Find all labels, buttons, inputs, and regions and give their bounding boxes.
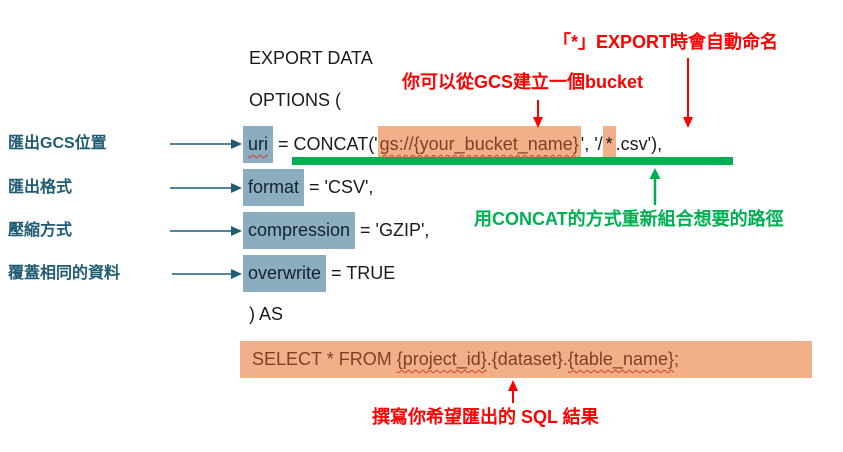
- uri-tail-text: .csv'),: [615, 134, 663, 154]
- arrow-sql-note: [508, 380, 518, 403]
- code-line-format: format = 'CSV',: [243, 169, 373, 206]
- bucket-path-highlight: gs://{your_bucket_name}: [377, 126, 581, 163]
- label-compression-method: 壓縮方式: [8, 222, 73, 239]
- compression-keyword-highlight: compression: [243, 212, 356, 249]
- note-create-bucket: 你可以從GCS建立一個bucket: [402, 72, 644, 92]
- star-wildcard-highlight: *: [602, 126, 616, 163]
- code-line-overwrite: overwrite = TRUE: [243, 255, 395, 292]
- note-concat-path: 用CONCAT的方式重新組合想要的路徑: [474, 209, 784, 229]
- arrow-bucket-note: [533, 100, 543, 128]
- uri-keyword-highlight: uri: [243, 126, 274, 163]
- select-head-text: SELECT * FROM: [252, 349, 397, 369]
- code-close-as: ) AS: [249, 304, 284, 324]
- dataset-token: {dataset}: [491, 349, 563, 369]
- arrow-star-note: [683, 58, 693, 128]
- uri-eq-text: = CONCAT(': [273, 134, 378, 154]
- project-id-token: {project_id}: [396, 349, 487, 369]
- select-dot2: .: [562, 349, 568, 369]
- arrow-to-format: [170, 183, 242, 193]
- label-export-gcs-location: 匯出GCS位置: [8, 135, 107, 152]
- arrow-to-compression: [170, 226, 242, 236]
- arrow-to-uri: [170, 139, 242, 149]
- concat-underline-bar: [292, 157, 733, 165]
- compression-value-text: = 'GZIP',: [355, 220, 430, 240]
- arrow-to-overwrite: [172, 269, 242, 279]
- code-line-select: SELECT * FROM {project_id}.{dataset}.{ta…: [240, 341, 812, 378]
- table-name-token: {table_name}: [567, 349, 674, 369]
- format-value-text: = 'CSV',: [304, 177, 374, 197]
- uri-mid-text: ', '/: [580, 134, 603, 154]
- select-dot1: .: [486, 349, 492, 369]
- code-line-compression: compression = 'GZIP',: [243, 212, 429, 249]
- overwrite-value-text: = TRUE: [326, 263, 396, 283]
- overwrite-keyword-highlight: overwrite: [243, 255, 327, 292]
- note-star-autonaming: 「*」EXPORT時會自動命名: [553, 32, 779, 52]
- select-semicolon: ;: [673, 349, 679, 369]
- note-write-sql: 撰寫你希望匯出的 SQL 結果: [372, 407, 599, 427]
- label-overwrite-data: 覆蓋相同的資料: [8, 265, 121, 282]
- code-options-open: OPTIONS (: [249, 90, 342, 110]
- label-export-format: 匯出格式: [8, 179, 73, 196]
- code-export-data: EXPORT DATA: [249, 48, 373, 68]
- code-line-uri: uri = CONCAT('gs://{your_bucket_name}', …: [243, 126, 662, 163]
- arrow-concat-note: [649, 168, 661, 205]
- format-keyword-highlight: format: [243, 169, 305, 206]
